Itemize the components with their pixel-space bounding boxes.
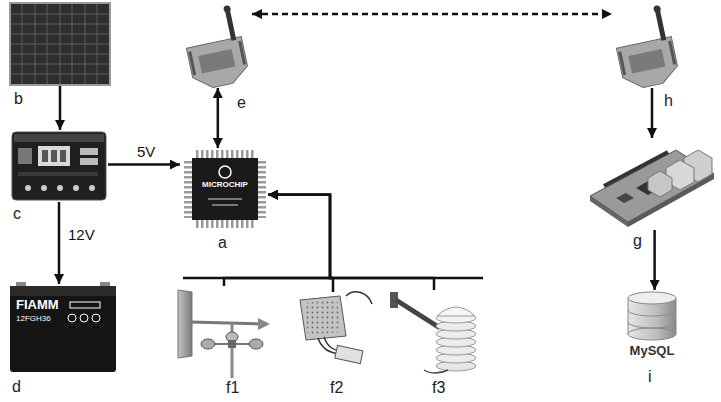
connector-arrow <box>224 195 330 286</box>
radio-module <box>179 4 250 91</box>
connector-arrow <box>268 195 333 292</box>
component-node: g <box>588 138 716 230</box>
charge-controller <box>12 132 106 200</box>
part-letter: d <box>12 378 21 396</box>
component-node: f2 <box>290 292 376 374</box>
connector-arrow <box>217 88 220 148</box>
brand-marking: FIAMM <box>16 298 59 312</box>
part-letter: h <box>664 92 673 110</box>
single-board-computer <box>590 150 714 227</box>
part-letter: c <box>13 205 21 223</box>
connector-arrow <box>58 202 61 284</box>
connector-arrow <box>653 230 656 290</box>
connector-arrow <box>268 195 434 290</box>
component-node: h <box>612 8 686 88</box>
connector-arrow <box>252 13 612 16</box>
battery <box>10 282 116 372</box>
brand-marking: 12FGH36 <box>16 315 51 324</box>
component-node: c <box>10 130 108 202</box>
part-letter: a <box>218 234 227 252</box>
part-letter: g <box>633 232 642 250</box>
component-node: f1 <box>176 286 272 378</box>
rain-sensor <box>300 292 372 364</box>
solar-panel <box>10 3 110 85</box>
microcontroller-chip <box>184 150 266 228</box>
component-node: f3 <box>388 290 480 376</box>
connector-arrow <box>651 88 654 138</box>
part-letter: b <box>14 90 23 108</box>
component-node: b <box>8 2 112 86</box>
brand-marking: MySQL <box>630 344 675 358</box>
voltage-label: 12V <box>67 226 96 243</box>
radio-module <box>609 4 680 91</box>
part-letter: f1 <box>226 379 239 397</box>
part-letter: e <box>237 94 246 112</box>
connector-arrow <box>108 163 180 166</box>
connector-arrow <box>59 86 62 130</box>
part-letter: f3 <box>432 379 445 397</box>
anemometer <box>178 290 270 378</box>
component-node: e <box>186 8 252 88</box>
temperature-sensor <box>390 292 476 373</box>
part-letter: f2 <box>330 379 343 397</box>
part-letter: i <box>648 368 652 386</box>
voltage-label: 5V <box>136 143 156 160</box>
database-icon <box>628 292 676 340</box>
brand-marking: MICROCHIP <box>202 181 248 190</box>
